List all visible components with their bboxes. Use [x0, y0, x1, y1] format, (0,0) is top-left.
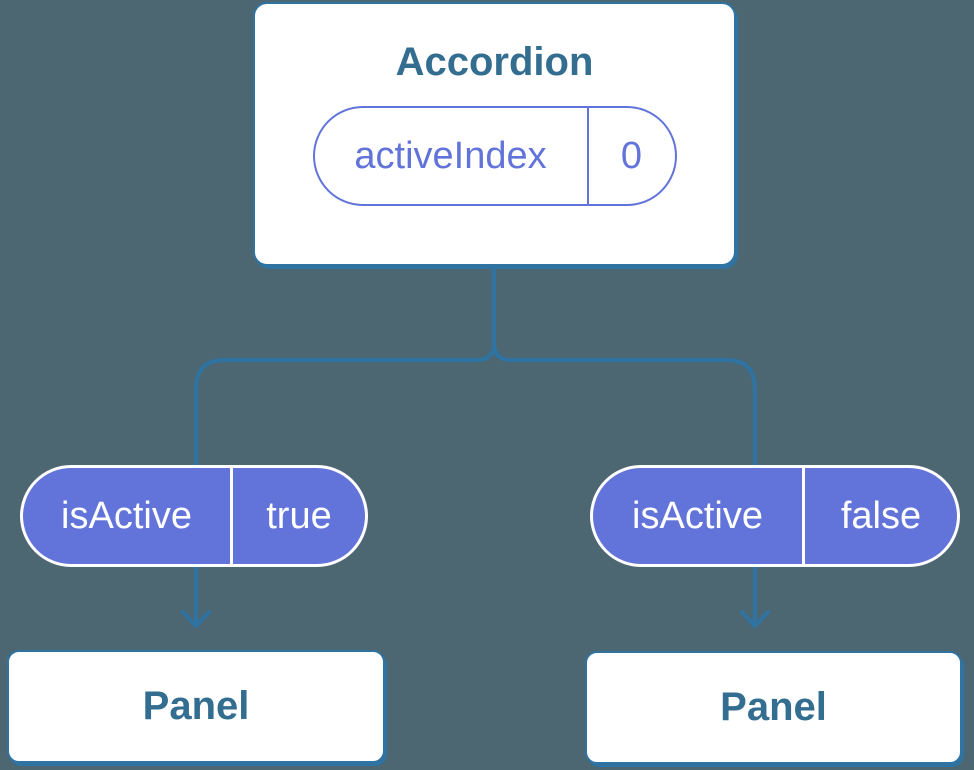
connector-right-branch [492, 266, 757, 626]
panel-card-left: Panel [7, 650, 385, 763]
state-pill: activeIndex 0 [312, 106, 677, 206]
arrow-down-icon [740, 610, 770, 628]
panel-card-right: Panel [585, 651, 962, 764]
connector-left-branch [194, 266, 496, 626]
pill-divider [586, 108, 589, 204]
prop-pill-false: isActive false [590, 465, 960, 567]
prop-pill-true: isActive true [20, 465, 368, 567]
panel-title: Panel [720, 685, 827, 729]
prop-name-label: isActive [61, 494, 192, 537]
component-title: Accordion [395, 40, 594, 84]
state-name-label: activeIndex [354, 134, 547, 177]
pill-divider [802, 468, 805, 564]
arrow-down-icon [181, 610, 211, 628]
panel-title: Panel [142, 684, 250, 728]
prop-name-label: isActive [632, 494, 763, 537]
prop-value-label: true [266, 494, 332, 537]
pill-divider [230, 468, 233, 564]
prop-value-label: false [840, 494, 922, 537]
accordion-component-card: Accordion activeIndex 0 [253, 2, 736, 266]
state-value-label: 0 [620, 134, 643, 177]
